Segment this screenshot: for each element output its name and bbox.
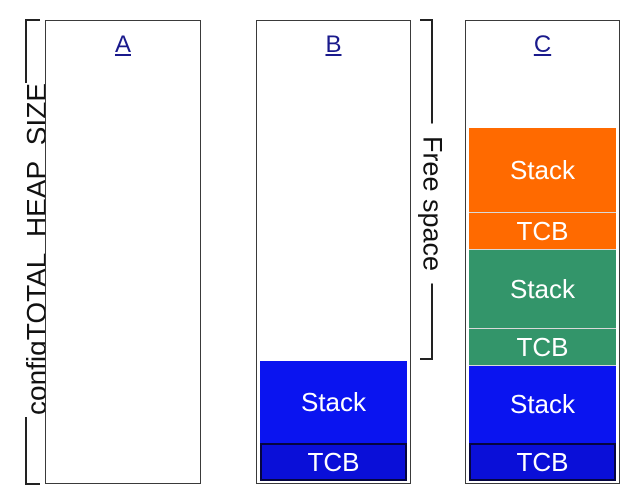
stack-block: Stack xyxy=(469,249,616,328)
tcb-block: TCB xyxy=(469,212,616,249)
column-c-label: C xyxy=(533,31,552,58)
stack-block: Stack xyxy=(469,128,616,212)
stack-block: Stack xyxy=(260,361,407,443)
heap-column-b: B Stack TCB xyxy=(256,20,411,484)
tcb-block: TCB xyxy=(469,443,616,481)
tcb-block: TCB xyxy=(260,443,407,481)
column-b-label: B xyxy=(325,31,342,58)
tcb-block: TCB xyxy=(469,328,616,365)
heap-column-a: A xyxy=(45,20,201,484)
stack-block: Stack xyxy=(469,365,616,443)
heap-column-c: C Stack TCB Stack TCB Stack TCB xyxy=(465,20,620,484)
column-a-label: A xyxy=(114,31,131,58)
free-space-label: Free space xyxy=(416,123,448,284)
